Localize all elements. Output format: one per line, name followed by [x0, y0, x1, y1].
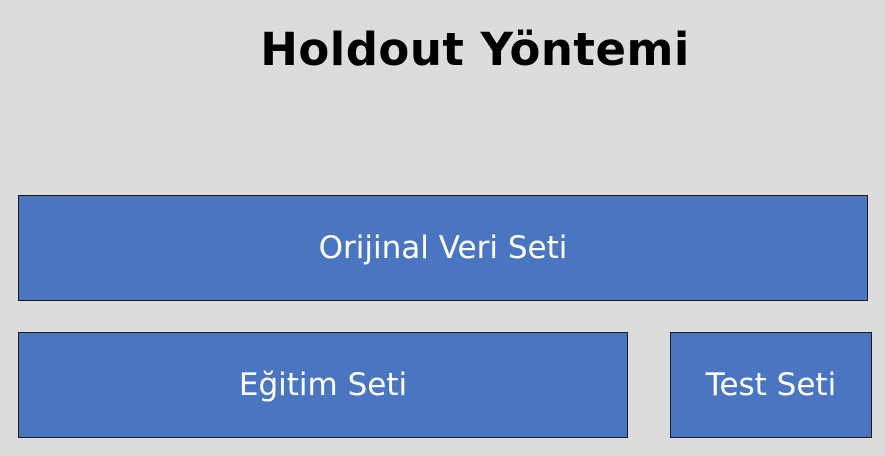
training-set-label: Eğitim Seti	[238, 366, 408, 403]
slide-title: Holdout Yöntemi	[260, 23, 690, 76]
original-dataset-label: Orijinal Veri Seti	[318, 229, 568, 266]
test-set-label: Test Seti	[705, 366, 837, 403]
original-dataset-box: Orijinal Veri Seti	[18, 195, 868, 301]
training-set-box: Eğitim Seti	[18, 332, 628, 438]
test-set-box: Test Seti	[670, 332, 872, 438]
